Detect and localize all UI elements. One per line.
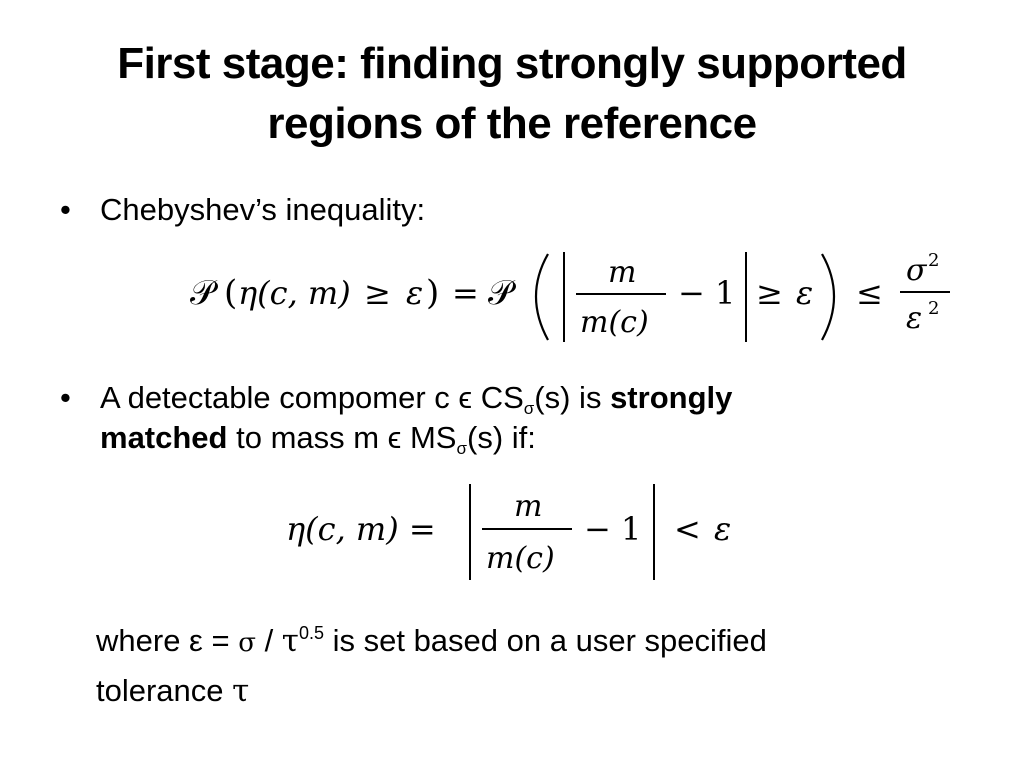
bullet-chebyshev-text: Chebyshev’s inequality: <box>100 192 426 227</box>
note-part-3: tolerance <box>96 673 233 708</box>
note-part-2: is set based on a user specified <box>323 623 767 658</box>
note-exponent: 0.5 <box>298 623 324 643</box>
bullet2-text-part-4: (s) if: <box>467 420 536 455</box>
slide-title: First stage: finding strongly supported … <box>40 34 984 154</box>
bullet2-text-part-2: (s) is <box>534 380 611 415</box>
bullet2-bold-strongly: strongly <box>610 380 733 415</box>
eq1-epsilon-2: ε <box>796 274 813 312</box>
eq1-sigma-exponent: 2 <box>928 250 939 271</box>
chebyshev-equation: 𝒫 ( η(c, m) ≥ ε ) = 𝒫 m m(c) − 1 ≥ ε ≤ σ… <box>190 250 950 342</box>
eq1-eta: η(c, m) <box>238 274 351 312</box>
note-tau-1: τ <box>281 623 299 659</box>
eq1-epsilon-1: ε <box>406 274 423 312</box>
eq2-epsilon: ε <box>714 510 731 548</box>
eq1-epsilon-denominator: ε <box>906 301 922 336</box>
bullet2-sigma-subscript-2: σ <box>456 439 468 458</box>
eq1-geq-1: ≥ <box>364 274 391 312</box>
eq1-leq: ≤ <box>856 274 883 312</box>
bullet-chebyshev: • Chebyshev’s inequality: <box>60 190 426 230</box>
tolerance-note: where ε = σ / τ0.5 is set based on a use… <box>96 617 926 715</box>
eq2-fraction-denominator: m(c) <box>486 541 555 576</box>
bullet2-text-part-1: A detectable compomer c ϵ CS <box>100 380 524 415</box>
note-sigma: σ <box>238 628 256 658</box>
eq1-fraction-numerator: m <box>608 255 636 290</box>
eq1-fraction-denominator: m(c) <box>580 305 649 340</box>
eq1-big-open-paren <box>534 253 549 341</box>
eq1-close-paren: ) <box>426 273 439 313</box>
eq1-p1: 𝒫 <box>190 273 218 313</box>
strong-match-equation: η(c, m) = m m(c) − 1 < ε <box>286 484 731 580</box>
bullet-dot: • <box>60 380 71 415</box>
note-part-1: where ε = <box>96 623 239 658</box>
eq1-big-close-paren <box>821 253 836 341</box>
eq1-minus-one: − 1 <box>678 274 735 312</box>
eq2-less-than: < <box>674 510 701 548</box>
bullet-dot: • <box>60 192 71 227</box>
bullet2-text-part-3: to mass m ϵ MS <box>227 420 457 455</box>
eq2-minus-one: − 1 <box>584 510 641 548</box>
eq1-open-paren: ( <box>224 273 237 313</box>
eq1-geq-2: ≥ <box>756 274 783 312</box>
bullet2-bold-matched: matched <box>100 420 228 455</box>
slide-title-line-1: First stage: finding strongly supported <box>117 39 907 88</box>
slide-title-line-2: regions of the reference <box>267 99 757 148</box>
eq1-sigma: σ <box>906 253 928 288</box>
eq2-fraction-numerator: m <box>514 489 542 524</box>
note-tau-2: τ <box>232 673 250 709</box>
eq2-lhs: η(c, m) = <box>286 510 436 548</box>
bullet-strongly-matched: • A detectable compomer c ϵ CSσ(s) is st… <box>60 378 880 458</box>
eq1-p2: 𝒫 <box>488 273 516 313</box>
bullet2-sigma-subscript-1: σ <box>523 399 535 418</box>
eq1-epsilon-exponent: 2 <box>928 298 939 319</box>
eq1-equals: = <box>452 274 479 312</box>
note-slash: / <box>255 623 282 658</box>
